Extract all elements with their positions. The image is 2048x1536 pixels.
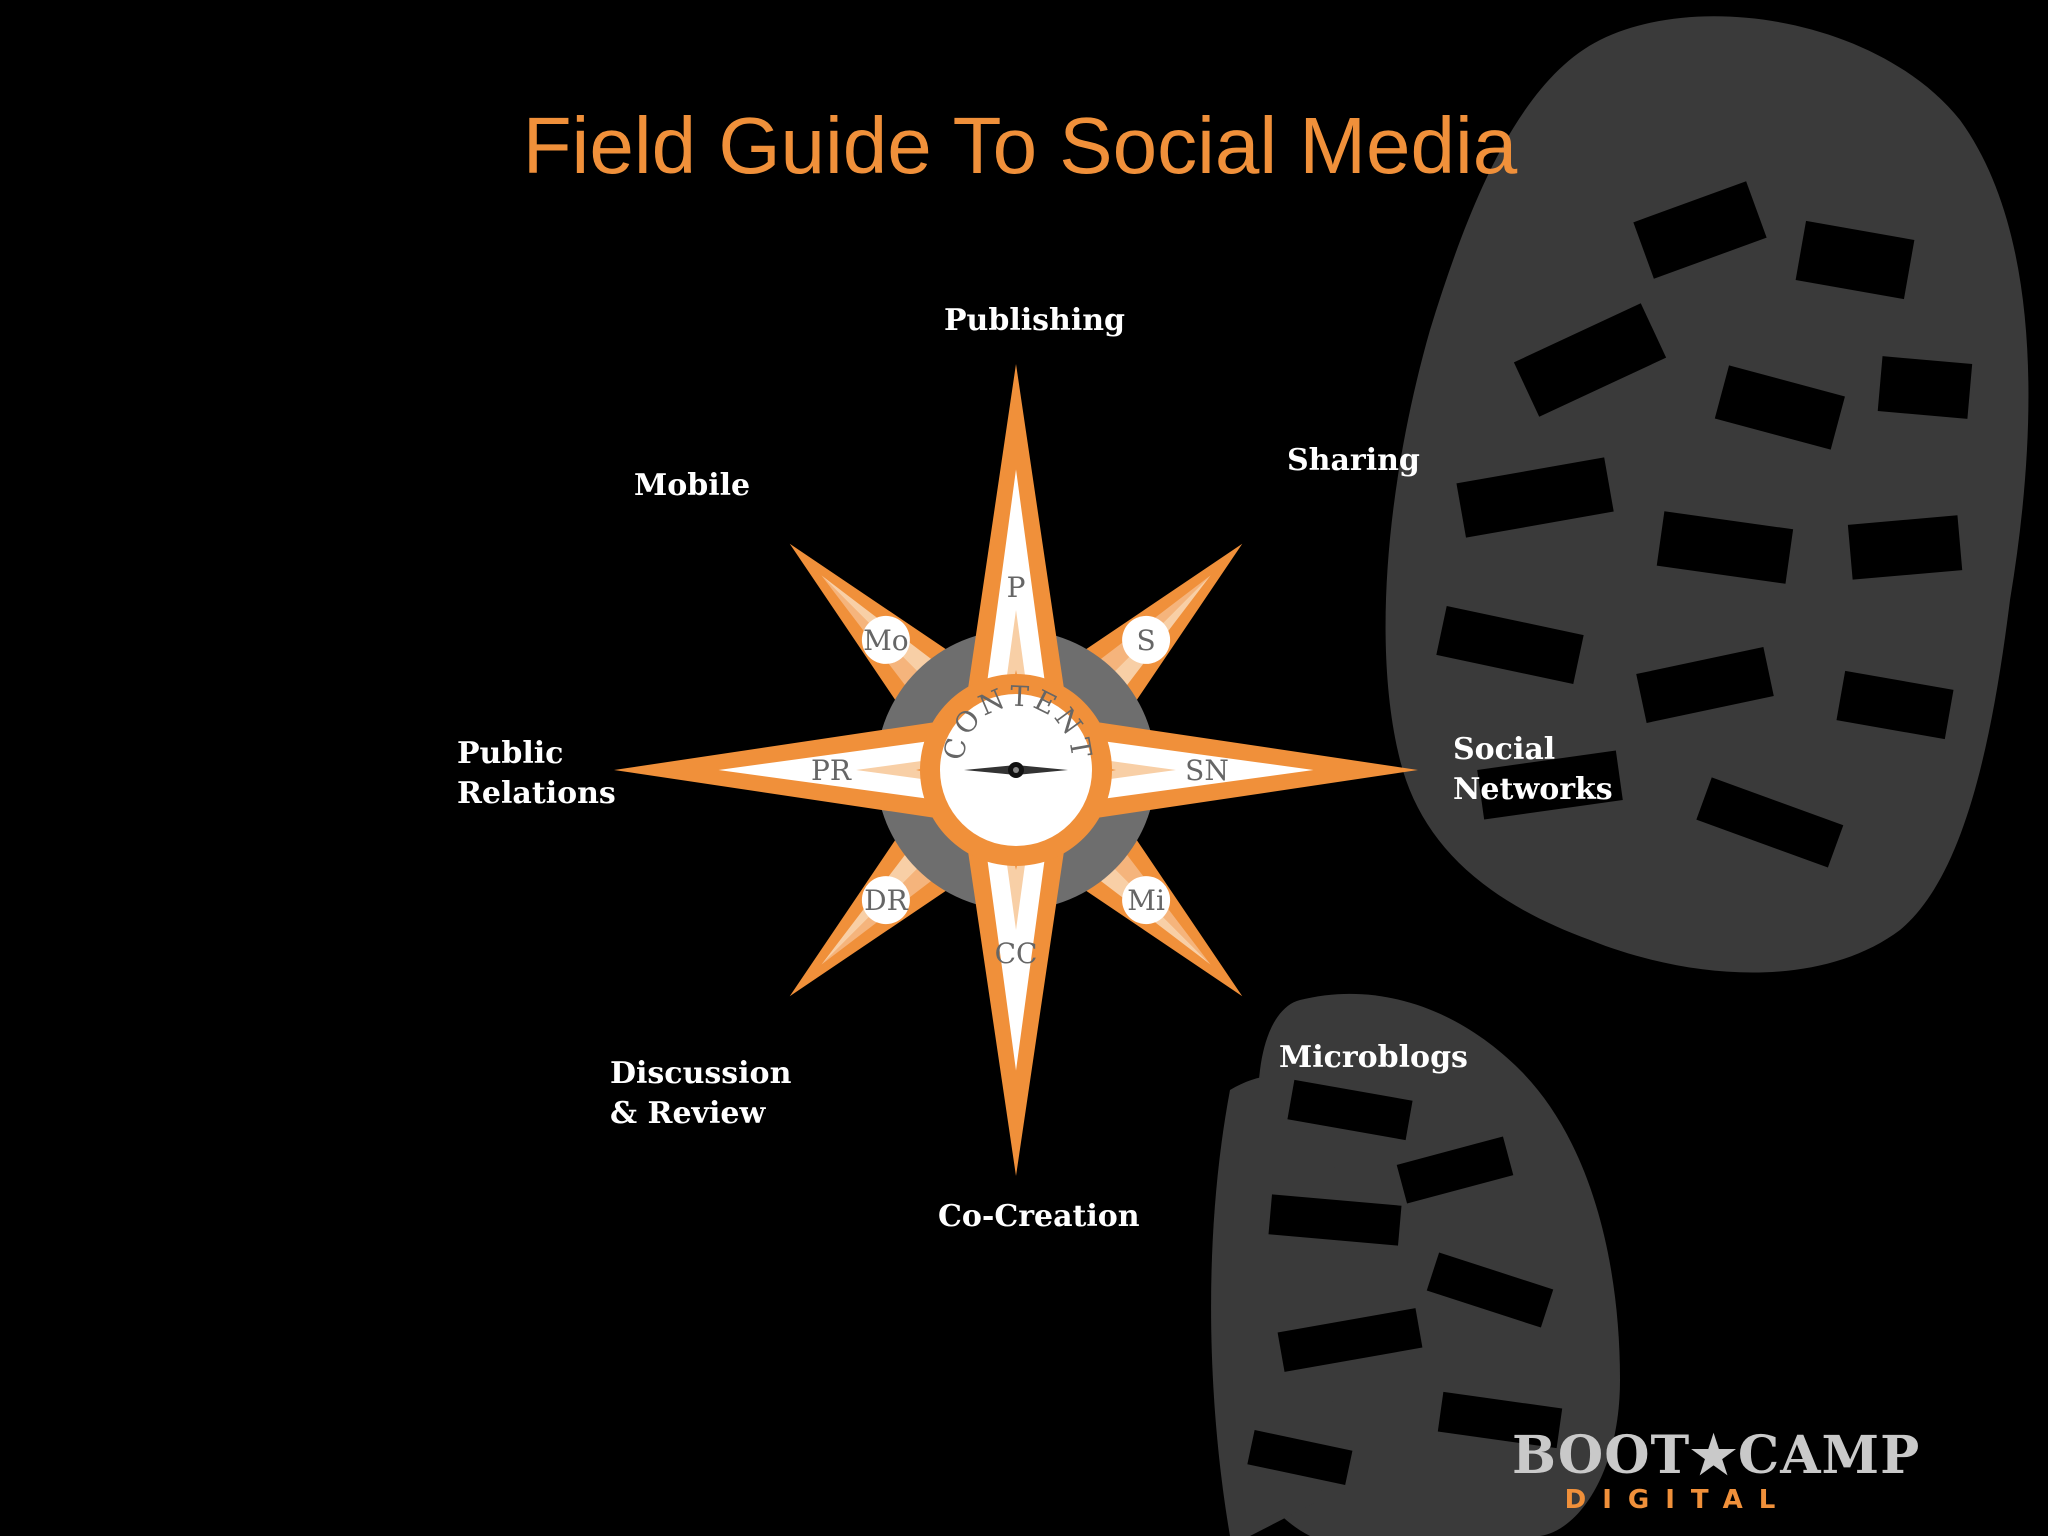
abbr-badge-microblogs — [1122, 876, 1171, 925]
boot-heel-shape — [1240, 993, 1620, 1536]
abbr-badge-mobile — [861, 615, 910, 664]
label-discussion-review: Discussion & Review — [610, 1056, 792, 1131]
abbr-badge-sharing — [1122, 615, 1171, 664]
label-co-creation: Co-Creation — [938, 1199, 1140, 1234]
label-microblogs: Microblogs — [1279, 1040, 1468, 1075]
abbr-public-relations: PR — [811, 754, 852, 787]
label-mobile: Mobile — [634, 468, 751, 503]
point-social-networks-inner — [1016, 748, 1176, 792]
abbr-microblogs: Mi — [1127, 884, 1165, 917]
page-title: Field Guide To Social Media — [522, 101, 1518, 190]
abbr-co-creation: CC — [995, 937, 1038, 970]
point-public-relations-inner — [856, 748, 1016, 792]
abbr-mobile: Mo — [863, 624, 909, 657]
abbr-sharing: S — [1137, 624, 1156, 657]
label-public-relations: Public Relations — [457, 736, 616, 811]
label-social-networks: Social Networks — [1453, 732, 1613, 807]
label-publishing: Publishing — [944, 303, 1126, 338]
boot-heel-lower-shape — [1211, 1075, 1339, 1536]
abbr-badge-discussion-review — [861, 876, 910, 925]
point-publishing-inner — [994, 610, 1038, 770]
logo-subtitle: DIGITAL — [1564, 1485, 1792, 1515]
bootcamp-digital-logo: BOOT★CAMP DIGITAL — [1512, 1425, 1921, 1516]
label-sharing: Sharing — [1287, 443, 1420, 478]
logo-wordmark: BOOT★CAMP — [1512, 1425, 1921, 1486]
abbr-discussion-review: DR — [864, 884, 908, 917]
abbr-publishing: P — [1007, 571, 1026, 604]
abbr-social-networks: SN — [1185, 754, 1229, 787]
point-co-creation-inner — [994, 770, 1038, 930]
